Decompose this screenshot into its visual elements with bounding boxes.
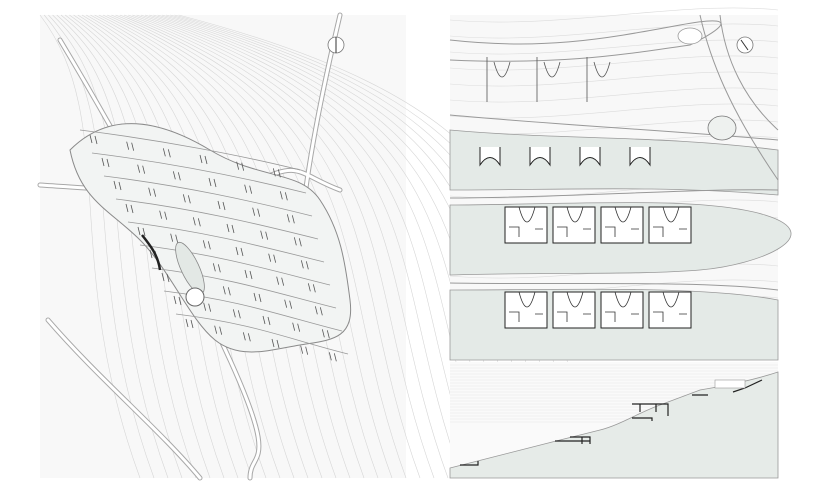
contour-line xyxy=(123,14,421,479)
house-unit xyxy=(272,168,281,178)
house-unit xyxy=(300,260,309,270)
cluster-street xyxy=(127,221,325,263)
cluster-street xyxy=(115,198,319,240)
house-unit xyxy=(182,194,191,204)
roundabout xyxy=(707,115,737,141)
house-unit xyxy=(268,253,277,263)
house-unit xyxy=(286,214,295,224)
house-unit xyxy=(293,237,302,247)
house-unit xyxy=(314,306,323,316)
house-unit xyxy=(260,230,269,240)
house-unit xyxy=(262,315,271,326)
ground-profile xyxy=(449,371,779,479)
contour-line xyxy=(132,14,449,479)
house-unit xyxy=(579,147,601,167)
house-unit xyxy=(159,210,168,220)
house-unit xyxy=(284,299,293,309)
house-unit xyxy=(172,171,181,181)
house-unit xyxy=(292,322,301,332)
cluster-street xyxy=(175,313,349,355)
house-unit xyxy=(226,223,235,234)
house-unit xyxy=(244,184,253,194)
house-unit xyxy=(199,154,208,165)
central-building xyxy=(141,234,162,271)
house-unit xyxy=(212,263,221,273)
house-unit xyxy=(536,57,561,102)
house-unit xyxy=(125,203,134,214)
house-unit xyxy=(586,57,611,102)
house-unit xyxy=(236,161,245,171)
contour-line xyxy=(140,14,477,479)
house-unit xyxy=(235,246,244,257)
housing-units xyxy=(479,57,692,329)
contour-line xyxy=(449,55,779,71)
house-unit xyxy=(137,164,146,174)
house-unit xyxy=(529,147,551,167)
house-unit xyxy=(279,191,288,201)
house-unit xyxy=(253,292,262,303)
house-unit xyxy=(244,269,253,280)
house-unit xyxy=(214,325,223,335)
cluster-street xyxy=(91,152,307,194)
house-unit xyxy=(504,291,548,329)
contour-line xyxy=(449,39,779,55)
roundabout xyxy=(185,287,205,307)
house-unit xyxy=(185,318,194,329)
house-unit xyxy=(222,286,231,296)
house-unit xyxy=(208,177,217,188)
house-unit xyxy=(126,141,135,151)
house-unit xyxy=(328,352,337,362)
north-arrow-icon xyxy=(736,36,754,54)
cluster-street xyxy=(103,175,313,217)
house-unit xyxy=(600,291,644,329)
contour-line xyxy=(449,87,779,103)
house-unit xyxy=(192,217,201,227)
house-unit xyxy=(504,206,548,244)
contour-line xyxy=(128,14,435,479)
house-unit xyxy=(276,276,285,286)
house-unit xyxy=(648,291,692,329)
house-unit xyxy=(242,332,251,342)
terrace-1 xyxy=(449,129,779,196)
house-unit xyxy=(217,200,226,211)
house-unit xyxy=(552,291,596,329)
contour-line xyxy=(119,14,407,479)
cluster-street xyxy=(139,244,331,286)
house-unit xyxy=(252,207,261,217)
contour-line xyxy=(449,71,779,87)
site-plan xyxy=(37,12,603,481)
house-unit xyxy=(321,329,330,339)
house-unit xyxy=(113,180,122,191)
house-unit xyxy=(173,295,182,306)
cluster-street xyxy=(79,129,301,171)
cluster-street xyxy=(151,267,337,309)
contour-line xyxy=(449,23,779,39)
house-unit xyxy=(89,134,98,145)
contour-line xyxy=(136,14,463,479)
house-unit xyxy=(486,57,511,102)
house-unit xyxy=(137,226,146,237)
house-unit xyxy=(307,283,316,293)
house-unit xyxy=(232,309,241,319)
contour-line xyxy=(449,7,779,23)
detail-plans xyxy=(449,7,792,361)
house-unit xyxy=(162,148,171,158)
house-unit xyxy=(648,206,692,244)
house-unit xyxy=(552,206,596,244)
house-unit xyxy=(170,233,179,243)
contour-line xyxy=(449,103,779,119)
house-unit xyxy=(479,147,501,167)
house-unit xyxy=(629,147,651,167)
house-unit xyxy=(300,345,309,355)
north-arrow-icon xyxy=(327,36,345,54)
site-section xyxy=(449,362,779,479)
house-unit xyxy=(202,240,211,250)
house-unit xyxy=(600,206,644,244)
house-unit xyxy=(148,187,157,197)
house-unit xyxy=(101,157,110,168)
house-unit xyxy=(161,272,170,283)
house-unit xyxy=(271,338,280,349)
house-unit xyxy=(203,302,212,312)
